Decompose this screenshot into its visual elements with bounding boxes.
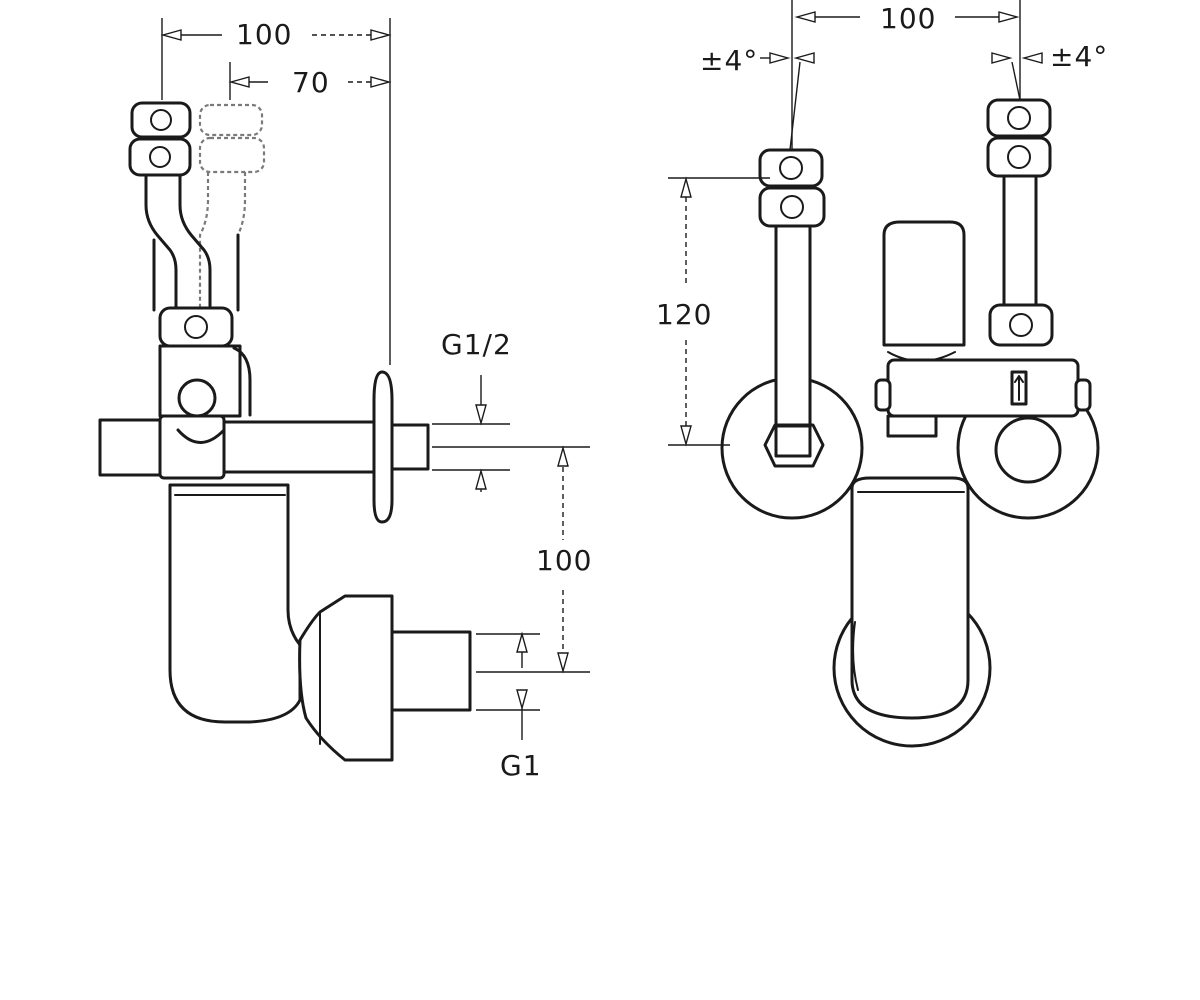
valve-body (158, 344, 252, 418)
angle-line (789, 61, 801, 151)
angle-label-left: ±4° (700, 44, 758, 77)
valve-body-front (874, 220, 1092, 438)
dim-label-120: 120 (656, 298, 712, 331)
right-inlet-pipe (986, 98, 1054, 347)
inlet-connector (128, 101, 240, 348)
angle-label-right: ±4° (1050, 40, 1108, 73)
arrow-head (793, 52, 815, 64)
outlet-cone (298, 594, 394, 762)
arrow-head (680, 425, 692, 447)
arrow-head (370, 29, 392, 41)
dim-label-70: 70 (292, 66, 330, 99)
arrow-head (370, 76, 392, 88)
outlet-pipe (390, 630, 472, 712)
wall-flange (372, 370, 394, 524)
dim-label-left-100: 100 (236, 18, 292, 51)
thread-label-g1: G1 (500, 749, 542, 782)
siphon-trap-front (832, 476, 992, 748)
arrow-head (475, 404, 487, 426)
arrow-head (557, 445, 569, 467)
arrow-head (998, 11, 1020, 23)
arrow-head (1021, 52, 1043, 64)
arrow-head (160, 29, 182, 41)
right-front-view: 100 ±4° ±4° 120 (656, 0, 1108, 748)
dim-label-vertical-100: 100 (536, 544, 592, 577)
horizontal-pipe (98, 370, 430, 524)
thread-label-g12: G1/2 (441, 328, 512, 361)
arrow-head (228, 76, 250, 88)
left-inlet-pipe (758, 148, 826, 468)
actuator-cap (882, 220, 966, 347)
arrow-head (557, 652, 569, 674)
siphon-trap (168, 483, 472, 762)
left-side-view: 100 70 G1/2 100 G1 (98, 18, 592, 782)
dim-label-right-100: 100 (880, 2, 936, 35)
arrow-head (991, 52, 1013, 64)
arrow-head (516, 631, 528, 653)
arrow-head (680, 176, 692, 198)
angle-line (1011, 61, 1021, 101)
arrow-head (769, 52, 791, 64)
arrow-head (516, 689, 528, 711)
arrow-head (794, 11, 816, 23)
arrow-head (475, 468, 487, 490)
